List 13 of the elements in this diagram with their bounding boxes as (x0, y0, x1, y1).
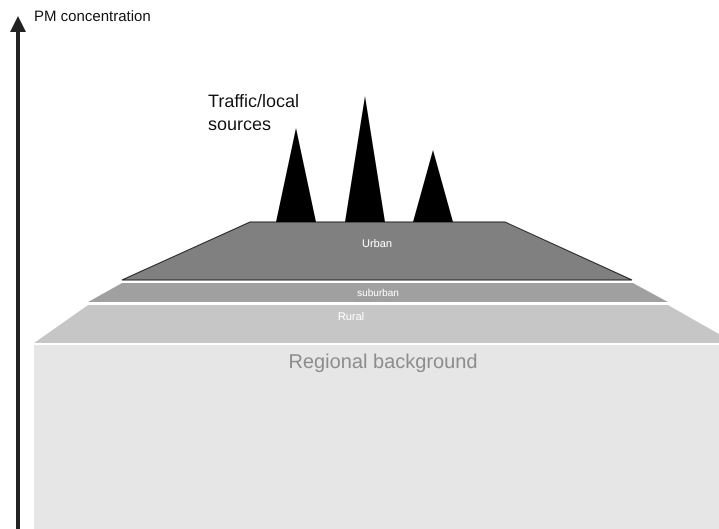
suburban-layer (88, 283, 668, 302)
urban-layer (122, 222, 632, 280)
rural-layer (34, 305, 719, 343)
regional-background-layer (34, 345, 719, 529)
layer-label: suburban (356, 288, 400, 299)
layer-label: Urban (361, 238, 393, 250)
layer-label: Regional background (287, 351, 479, 374)
peak-shape (276, 128, 316, 222)
axis-label: PM concentration (34, 7, 151, 26)
peak-shape (413, 150, 453, 222)
sources-label: Traffic/local sources (208, 90, 300, 136)
peak-shape (345, 96, 385, 222)
layer-label: Rural (336, 311, 366, 323)
